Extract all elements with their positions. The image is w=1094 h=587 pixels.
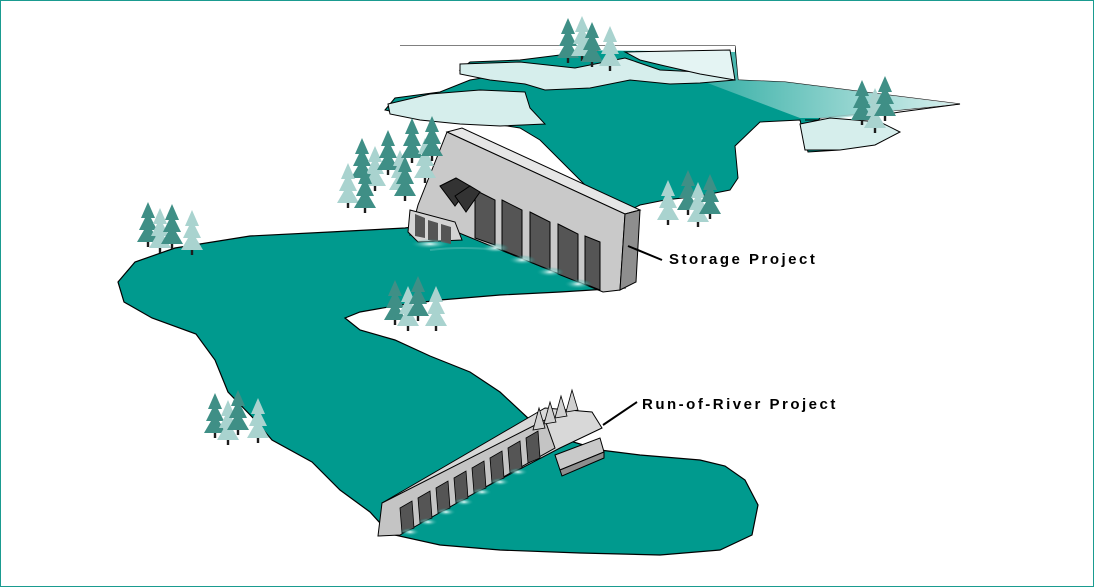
pine-tree-icon xyxy=(161,204,183,249)
ror-leader-line xyxy=(602,401,638,426)
run-of-river-dam xyxy=(377,388,605,537)
pine-tree-icon xyxy=(377,130,399,175)
pine-tree-icon xyxy=(421,116,443,161)
storage-dam xyxy=(407,127,642,293)
pine-tree-icon xyxy=(181,210,203,255)
upper-reservoir xyxy=(384,45,961,216)
storage-leader-line xyxy=(627,245,663,261)
run-of-river-project-label: Run-of-River Project xyxy=(642,396,838,413)
pine-tree-icon xyxy=(337,163,359,208)
pine-tree-icon xyxy=(401,118,423,163)
leader-lines xyxy=(602,245,663,426)
storage-project-label: Storage Project xyxy=(669,251,818,268)
